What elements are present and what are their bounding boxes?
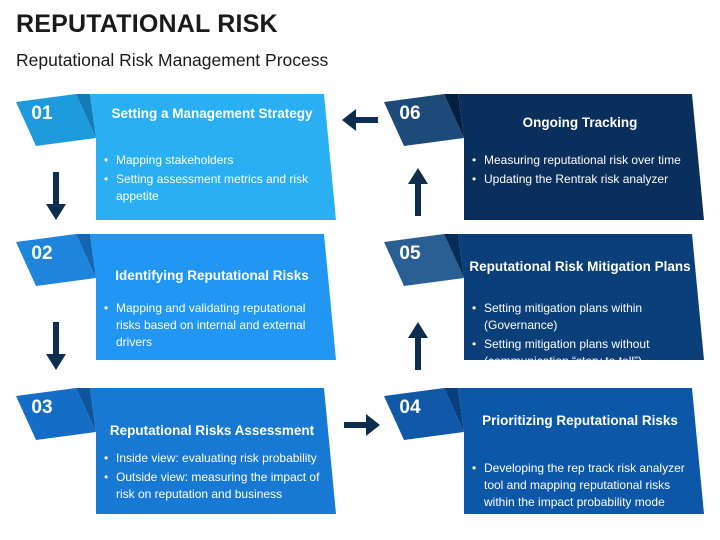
arrow-right-icon xyxy=(344,414,380,436)
step-05-number: 05 xyxy=(399,243,421,264)
step-04-number: 04 xyxy=(399,397,421,418)
step-03-bullets: Inside view: evaluating risk probability… xyxy=(104,450,330,505)
step-04-card: 04 Prioritizing Reputational Risks Devel… xyxy=(384,388,704,514)
step-01-bullet: Setting assessment metrics and risk appe… xyxy=(104,171,330,205)
step-02-bullet: Mapping and validating reputational risk… xyxy=(104,300,330,351)
step-05-bullet: Setting mitigation plans within (Governa… xyxy=(472,300,698,334)
step-05-card: 05 Reputational Risk Mitigation Plans Se… xyxy=(384,234,704,368)
step-04-bullet: Developing the rep track risk analyzer t… xyxy=(472,460,698,511)
step-03-number: 03 xyxy=(31,397,53,418)
arrow-down-icon xyxy=(46,322,66,370)
arrow-down-icon xyxy=(46,172,66,220)
step-06-bullet: Updating the Rentrak risk analyzer xyxy=(472,171,698,188)
step-01-bullet: Mapping stakeholders xyxy=(104,152,330,169)
step-06-number: 06 xyxy=(399,103,421,124)
step-01-heading: Setting a Management Strategy xyxy=(111,106,313,121)
step-02-heading: Identifying Reputational Risks xyxy=(115,268,309,283)
step-06-bullet: Measuring reputational risk over time xyxy=(472,152,698,169)
arrow-up-icon xyxy=(408,322,428,370)
step-02-bullets: Mapping and validating reputational risk… xyxy=(104,300,330,353)
step-03-bullet: Inside view: evaluating risk probability xyxy=(104,450,330,467)
step-05-heading: Reputational Risk Mitigation Plans xyxy=(469,259,691,274)
step-06-card: 06 Ongoing Tracking Measuring reputation… xyxy=(384,94,704,220)
page-subtitle: Reputational Risk Management Process xyxy=(16,50,329,70)
step-03-heading: Reputational Risks Assessment xyxy=(109,423,315,438)
step-01-bullets: Mapping stakeholders Setting assessment … xyxy=(104,152,330,207)
step-02-card: 02 Identifying Reputational Risks Mappin… xyxy=(16,234,336,360)
step-01-number: 01 xyxy=(31,103,53,124)
step-06-bullets: Measuring reputational risk over time Up… xyxy=(472,152,698,190)
step-01-card: 01 Setting a Management Strategy Mapping… xyxy=(16,94,336,220)
step-05-bullets: Setting mitigation plans within (Governa… xyxy=(472,300,698,372)
page-title: REPUTATIONAL RISK xyxy=(16,10,278,38)
step-02-number: 02 xyxy=(31,243,53,264)
arrow-up-icon xyxy=(408,168,428,216)
step-05-bullet: Setting mitigation plans without (commun… xyxy=(472,336,698,370)
arrow-left-icon xyxy=(342,109,378,131)
step-04-heading: Prioritizing Reputational Risks xyxy=(482,413,678,428)
step-04-bullets: Developing the rep track risk analyzer t… xyxy=(472,460,698,513)
step-03-bullet: Outside view: measuring the impact of ri… xyxy=(104,469,330,503)
step-06-heading: Ongoing Tracking xyxy=(522,115,638,130)
step-03-card: 03 Reputational Risks Assessment Inside … xyxy=(16,388,336,514)
